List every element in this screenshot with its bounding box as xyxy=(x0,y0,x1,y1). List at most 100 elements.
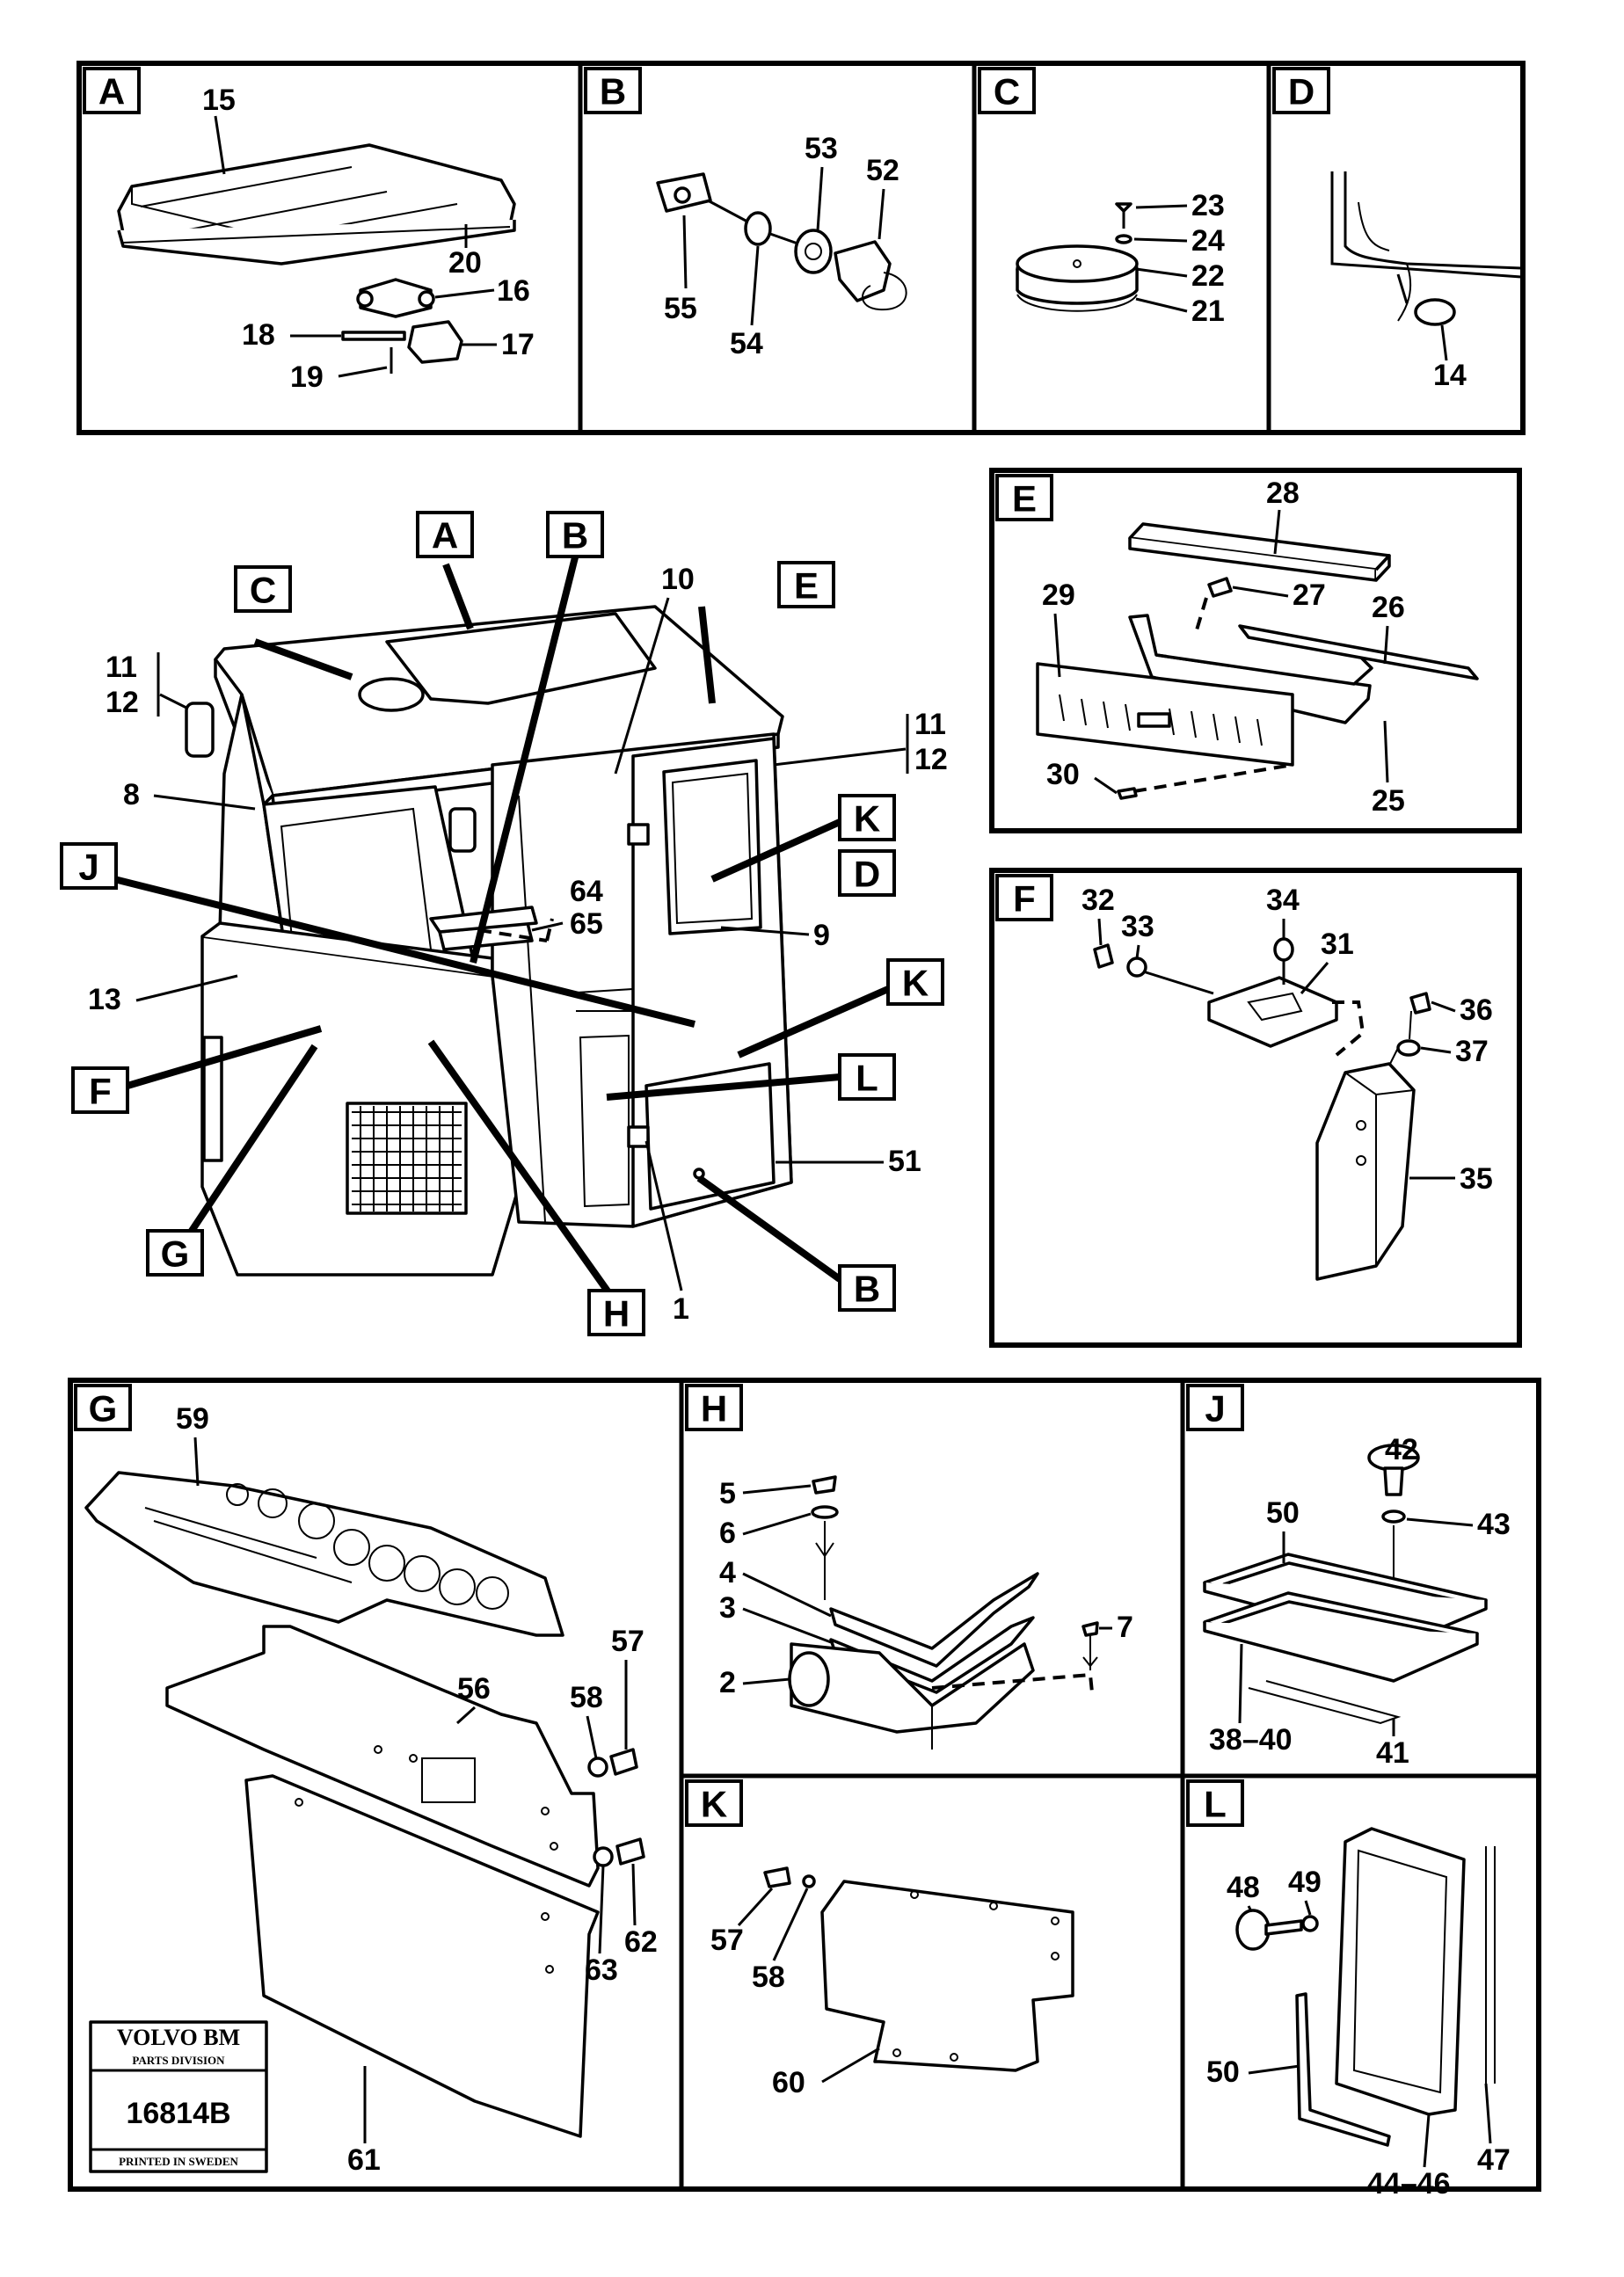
callout-36: 36 xyxy=(1460,993,1493,1027)
callout-29: 29 xyxy=(1042,578,1075,612)
main-callout-51: 51 xyxy=(888,1145,921,1178)
panel-f-tag: F xyxy=(1013,878,1036,920)
bottom-section-frame xyxy=(68,1378,1541,2192)
callout-7: 7 xyxy=(1117,1611,1133,1644)
callout-6: 6 xyxy=(719,1517,736,1550)
callout-58-k: 58 xyxy=(752,1961,785,1994)
panel-c-tag: C xyxy=(994,71,1020,113)
callout-23: 23 xyxy=(1191,189,1225,222)
panel-b: B 53 52 55 54 xyxy=(584,67,907,360)
main-callout-11-right: 11 xyxy=(914,708,946,741)
logo-number: 16814B xyxy=(126,2097,230,2130)
top-strip-frame xyxy=(76,61,1526,435)
callout-14: 14 xyxy=(1433,359,1467,392)
callout-30: 30 xyxy=(1046,758,1080,791)
callout-42: 42 xyxy=(1385,1433,1418,1466)
panel-b-tag: B xyxy=(600,71,626,113)
callout-55: 55 xyxy=(664,292,697,325)
panel-h: H 5 6 4 3 7 2 xyxy=(685,1384,1133,1750)
callout-35: 35 xyxy=(1460,1162,1493,1196)
main-callout-1: 1 xyxy=(673,1292,689,1326)
panel-k: K 57 58 60 xyxy=(685,1779,1074,2099)
main-tag-c: C xyxy=(250,570,276,611)
callout-26: 26 xyxy=(1372,591,1405,624)
callout-52: 52 xyxy=(866,154,899,187)
callout-28: 28 xyxy=(1266,476,1300,510)
callout-41: 41 xyxy=(1376,1736,1409,1770)
callout-25: 25 xyxy=(1372,784,1405,818)
callout-24: 24 xyxy=(1191,224,1225,258)
callout-16: 16 xyxy=(497,274,530,308)
panel-f-frame xyxy=(989,868,1522,1348)
callout-57: 57 xyxy=(611,1625,645,1658)
panel-l-tag: L xyxy=(1204,1784,1227,1825)
main-tag-e: E xyxy=(794,565,819,607)
callout-2: 2 xyxy=(719,1666,736,1699)
main-callout-13: 13 xyxy=(88,983,121,1016)
panel-k-tag: K xyxy=(701,1784,727,1825)
volvo-bm-logo xyxy=(89,2020,268,2173)
callout-63: 63 xyxy=(585,1953,618,1987)
callout-31: 31 xyxy=(1321,928,1354,961)
callout-59: 59 xyxy=(176,1402,209,1436)
main-callout-65: 65 xyxy=(570,907,603,941)
main-callout-9: 9 xyxy=(813,919,830,952)
callout-4: 4 xyxy=(719,1556,736,1590)
callout-34: 34 xyxy=(1266,884,1300,917)
callout-57-k: 57 xyxy=(710,1924,744,1957)
callout-48: 48 xyxy=(1227,1871,1260,1904)
callout-21: 21 xyxy=(1191,295,1225,328)
callout-15: 15 xyxy=(202,84,236,117)
panel-l: L 48 49 50 47 44–46 xyxy=(1186,1779,1511,2201)
panel-j-tag: J xyxy=(1205,1388,1225,1429)
logo-brand: VOLVO BM xyxy=(117,2025,240,2050)
main-cab-view: A B C E J K D K L F G H B 10 11 12 11 12 xyxy=(60,511,948,1336)
panel-d-tag: D xyxy=(1288,71,1314,113)
panel-g: G 59 57 56 58 62 63 61 xyxy=(74,1384,658,2177)
callout-50-l: 50 xyxy=(1206,2055,1240,2089)
panel-d: D 14 xyxy=(1272,67,1522,392)
main-tag-l: L xyxy=(856,1058,878,1099)
callout-50: 50 xyxy=(1266,1496,1300,1530)
panel-e: E 28 29 27 26 30 25 xyxy=(995,474,1479,818)
panel-f: F 32 33 34 31 36 37 35 xyxy=(995,874,1493,1281)
main-callout-10: 10 xyxy=(661,563,695,596)
callout-58: 58 xyxy=(570,1681,603,1714)
callout-33: 33 xyxy=(1121,910,1154,943)
main-tag-a: A xyxy=(432,515,458,557)
main-tag-h: H xyxy=(603,1293,630,1335)
callout-27: 27 xyxy=(1293,578,1326,612)
main-tag-k-lower: K xyxy=(902,963,929,1004)
main-tag-j: J xyxy=(78,847,98,888)
callout-56: 56 xyxy=(457,1672,491,1706)
callout-47: 47 xyxy=(1477,2143,1511,2177)
main-tag-g: G xyxy=(161,1233,190,1275)
panel-g-tag: G xyxy=(89,1388,118,1429)
panel-a-tag: A xyxy=(98,71,125,113)
panel-c: C 23 24 22 21 xyxy=(978,67,1225,328)
panel-e-tag: E xyxy=(1012,478,1037,520)
callout-60: 60 xyxy=(772,2066,805,2099)
main-callout-64: 64 xyxy=(570,875,603,908)
callout-32: 32 xyxy=(1081,884,1115,917)
callout-17: 17 xyxy=(501,328,535,361)
callout-22: 22 xyxy=(1191,259,1225,293)
panel-e-frame xyxy=(989,468,1522,833)
callout-44-46: 44–46 xyxy=(1367,2167,1451,2201)
main-callout-12-left: 12 xyxy=(106,686,139,719)
main-callout-11-left: 11 xyxy=(106,651,137,684)
main-tag-k-upper: K xyxy=(854,798,880,840)
callout-37: 37 xyxy=(1455,1035,1489,1068)
callout-5: 5 xyxy=(719,1477,736,1510)
logo-footer: PRINTED IN SWEDEN xyxy=(119,2155,238,2168)
panel-h-tag: H xyxy=(701,1388,727,1429)
callout-43: 43 xyxy=(1477,1508,1511,1541)
main-callout-12-right: 12 xyxy=(914,743,948,776)
main-callout-8: 8 xyxy=(123,778,140,811)
callout-61: 61 xyxy=(347,2143,381,2177)
callout-18: 18 xyxy=(242,318,275,352)
callout-62: 62 xyxy=(624,1925,658,1959)
main-tag-b-lower: B xyxy=(854,1269,880,1310)
main-tag-d: D xyxy=(854,854,880,895)
